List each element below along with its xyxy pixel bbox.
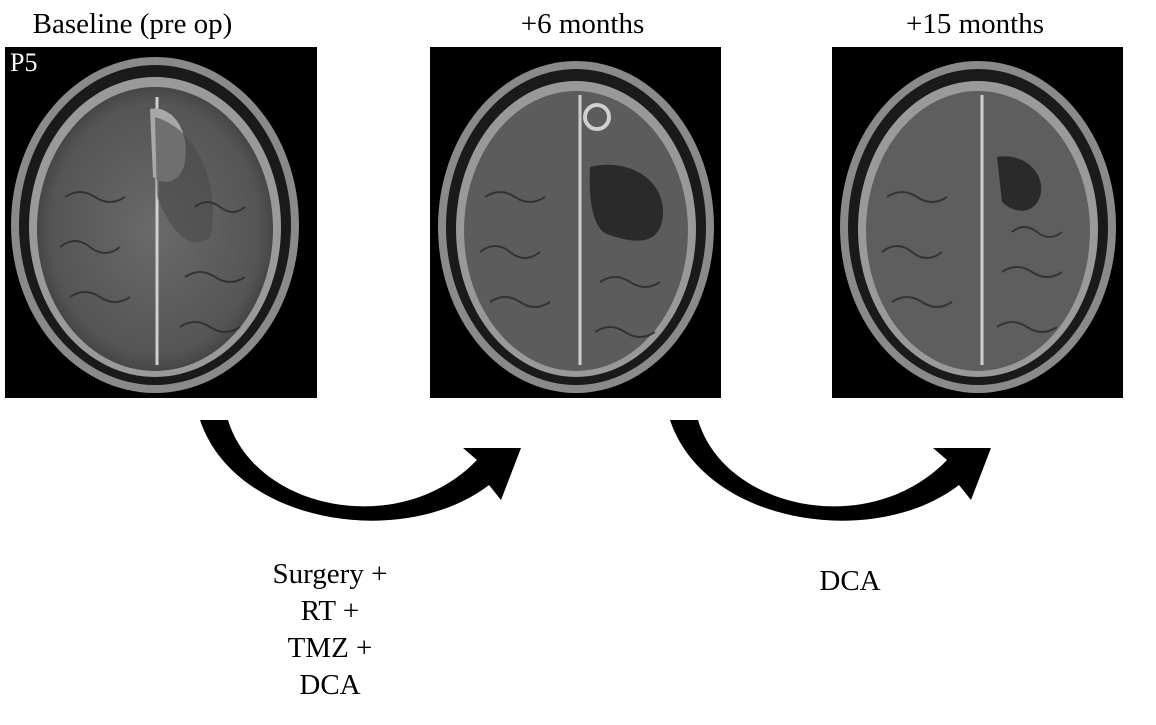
treatment-line: RT + (300, 595, 360, 627)
mri-scan-6-months (430, 47, 721, 398)
treatment-line: DCA (819, 565, 881, 597)
mri-scan-baseline: P5 (5, 47, 317, 398)
patient-tag: P5 (10, 48, 38, 77)
timepoint-label-baseline: Baseline (pre op) (32, 8, 233, 40)
brain-scan-image (438, 61, 714, 393)
treatment-line: DCA (299, 669, 361, 701)
timepoint-label-6-months: +6 months (520, 8, 645, 40)
timepoint-label-15-months: +15 months (905, 8, 1044, 40)
treatment-label-1: Surgery + RT + TMZ + DCA (220, 556, 440, 704)
brain-scan-image (11, 57, 299, 393)
curved-arrow-icon (200, 420, 521, 521)
curved-arrow-icon (670, 420, 991, 521)
treatment-line: TMZ + (287, 632, 373, 664)
mri-scan-15-months (832, 47, 1123, 398)
treatment-label-2: DCA (740, 563, 960, 600)
treatment-line: Surgery + (272, 558, 388, 590)
brain-scan-image (840, 61, 1116, 393)
